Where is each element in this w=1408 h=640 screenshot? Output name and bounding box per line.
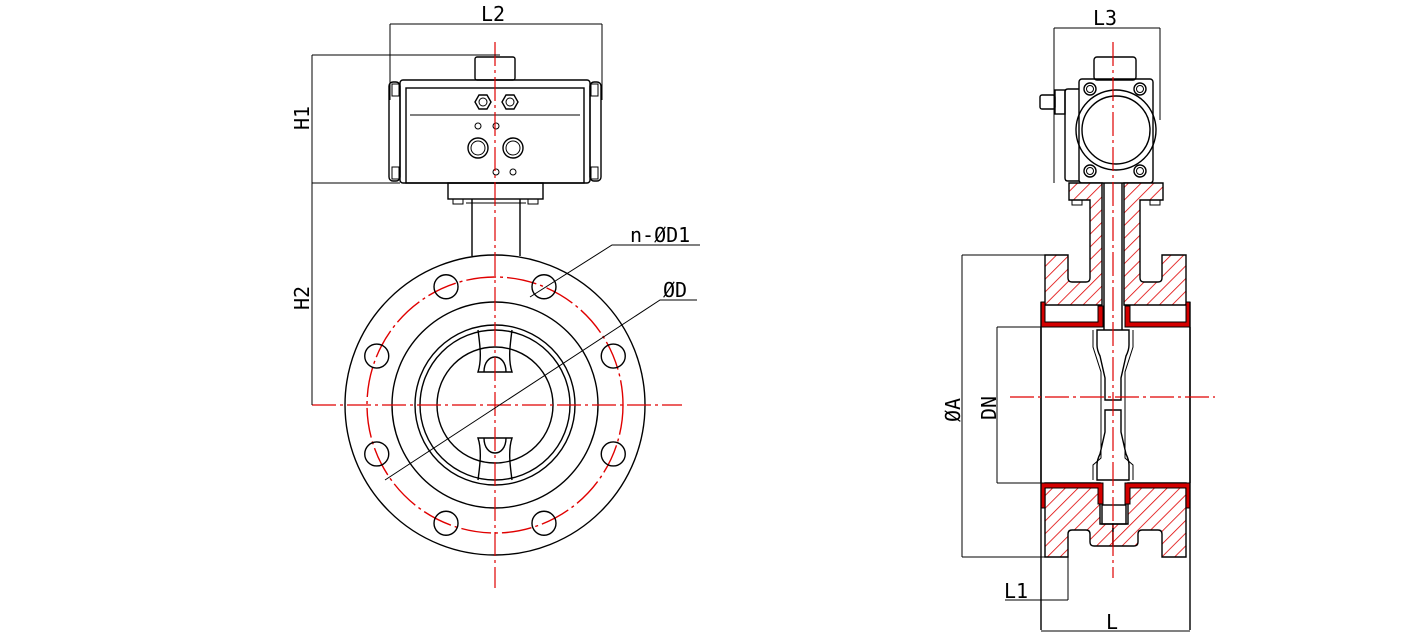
bolt-hole xyxy=(364,441,390,467)
side-view: L3 ØA DN L1 L xyxy=(941,6,1215,634)
fitting-icon xyxy=(501,94,519,110)
label-DN: DN xyxy=(977,396,1001,420)
label-A: ØA xyxy=(941,398,965,422)
leader-n-D1: n-ØD1 xyxy=(529,223,700,298)
liner-upper xyxy=(1040,301,1104,328)
label-n-D1: n-ØD1 xyxy=(630,223,690,247)
dimension-A: ØA xyxy=(941,254,1045,558)
dimension-L: L xyxy=(1041,610,1190,634)
label-H1: H1 xyxy=(290,106,314,130)
bolt-hole xyxy=(364,343,390,369)
body-section-upper-right xyxy=(1123,182,1187,306)
bolt-hole xyxy=(433,274,459,300)
front-view: L2 H1 H2 n-ØD1 ØD xyxy=(290,2,700,588)
dimension-H2: H2 xyxy=(290,183,314,405)
fitting-icon xyxy=(474,94,492,110)
body-section-upper-left xyxy=(1044,182,1103,306)
bolt-hole xyxy=(600,441,626,467)
body-section-lower-right xyxy=(1112,482,1187,558)
bolt-hole xyxy=(531,510,557,536)
bolt-hole xyxy=(433,510,459,536)
label-L1: L1 xyxy=(1004,579,1028,603)
label-L3: L3 xyxy=(1093,6,1117,30)
label-L: L xyxy=(1106,610,1118,634)
actuator-side xyxy=(1039,56,1157,184)
bolt-hole xyxy=(531,274,557,300)
dimension-L3: L3 xyxy=(1053,6,1161,183)
dimension-H1: H1 xyxy=(290,54,500,184)
liner-lower xyxy=(1040,482,1104,509)
label-D: ØD xyxy=(663,278,687,302)
knob-icon xyxy=(1039,94,1056,110)
body-section-lower-left xyxy=(1044,482,1114,558)
dimension-DN: DN xyxy=(977,326,1041,484)
label-L2: L2 xyxy=(481,2,505,26)
label-H2: H2 xyxy=(290,286,314,310)
dimension-L1: L1 xyxy=(1004,557,1069,603)
leader-D: ØD xyxy=(384,278,697,481)
dimension-L2: L2 xyxy=(389,2,603,100)
bolt-hole xyxy=(600,343,626,369)
